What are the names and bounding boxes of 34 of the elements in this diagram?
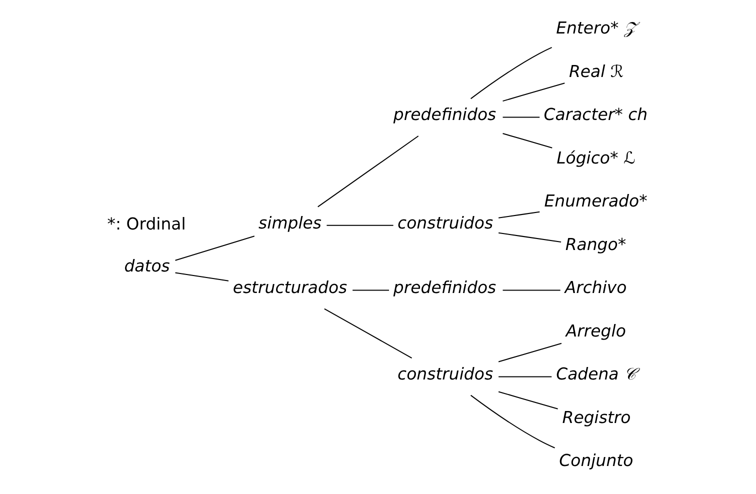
node-text: estructurados [232, 278, 347, 298]
node-text: Registro [562, 408, 630, 427]
node-text: Lógico* ℒ [556, 148, 635, 168]
node-text: construidos [397, 213, 493, 232]
node-text: datos [124, 256, 170, 276]
node-text: Real ℛ [568, 62, 624, 81]
connector [502, 133, 552, 148]
node-text: Caracter* ch [543, 105, 648, 124]
connector [502, 116, 540, 118]
node-text: Arreglo [565, 321, 626, 340]
connector [326, 224, 393, 226]
connector [324, 308, 412, 358]
connector [498, 232, 561, 242]
node-text: Archivo [564, 278, 626, 298]
node-text: Conjunto [558, 451, 633, 470]
node-text: predefinidos [392, 278, 496, 298]
connector [498, 342, 562, 362]
connector [502, 290, 560, 291]
node-text: Enumerado* [544, 192, 647, 211]
connector [317, 136, 418, 208]
connector [498, 376, 552, 378]
connector [498, 391, 558, 410]
connector [498, 211, 540, 218]
connector [470, 394, 554, 448]
label: *: Ordinal [106, 214, 186, 234]
connector [352, 290, 389, 291]
connector [470, 46, 552, 100]
node-text: construidos [397, 364, 493, 384]
node-text: simples [258, 213, 322, 232]
connector [502, 82, 564, 102]
node-text: Rango* [564, 234, 626, 254]
node-text: predefinidos [392, 105, 496, 124]
connector [174, 272, 228, 282]
connector [174, 236, 254, 261]
